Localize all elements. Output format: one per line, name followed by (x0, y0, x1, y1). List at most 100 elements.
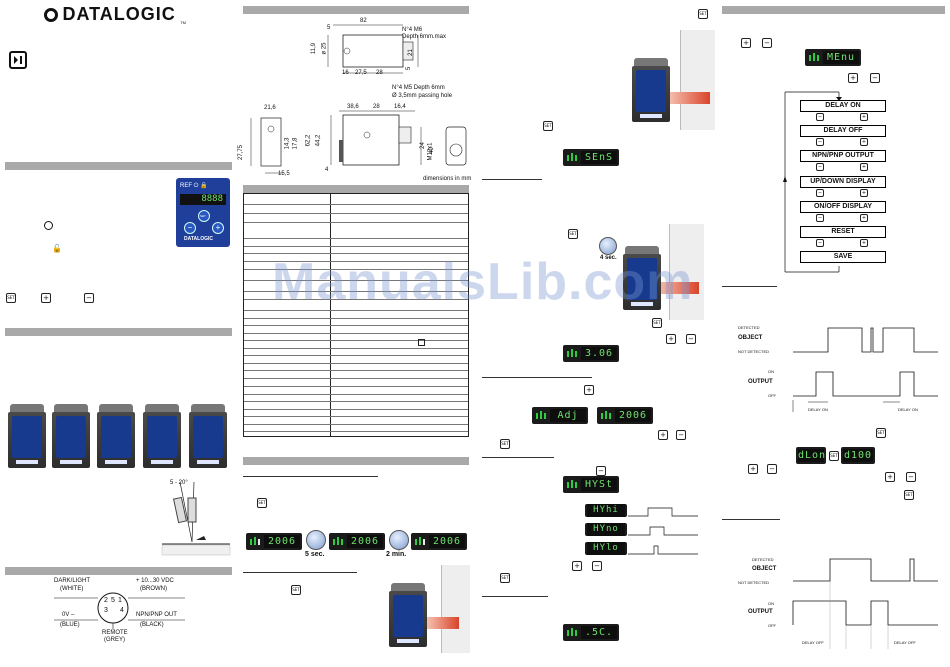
display-menu: MEnu (805, 49, 861, 66)
screw-spec-1: N°4 M6 (402, 27, 423, 33)
display-hylo: HYlo (585, 542, 627, 555)
output-label-1: OUTPUT (748, 379, 773, 385)
sensor-model-5 (189, 404, 227, 468)
minus-key-icon: − (816, 188, 824, 197)
table-row-line (244, 394, 468, 395)
timer-clock-5 (306, 530, 326, 550)
section-bar-3 (5, 567, 232, 575)
section-bar-1 (5, 162, 232, 170)
clock-icon (44, 221, 53, 230)
dim-27-75: 27,75 (238, 144, 245, 161)
table-row-line (244, 409, 468, 410)
display-2006-b: 2006 (329, 533, 385, 550)
delay-off-label-a: DELAY OFF (802, 640, 824, 645)
set-key-icon-2: SET (257, 498, 267, 508)
set-button[interactable]: SET (198, 210, 210, 222)
plus-button[interactable]: + (212, 222, 224, 234)
display-sens: SEnS (563, 149, 619, 166)
table-row-line (244, 222, 468, 223)
plus-key-icon-9: + (885, 472, 895, 482)
minus-key-icon: − (816, 163, 824, 172)
plus-key-icon-7: + (848, 73, 858, 83)
on-label-2: ON (768, 601, 774, 606)
display-hyno: HYno (585, 523, 627, 536)
set-key-icon-10: SET (876, 428, 886, 438)
dim-27-5: 27,5 (355, 70, 367, 76)
pin-1: 1 (118, 597, 122, 604)
minus-key-icon: − (816, 239, 824, 247)
dimension-drawing: 82 5 N°4 M6 Depth 6mm.max 11,9 ø 25 21 5… (238, 15, 472, 183)
minus-key-icon-5: − (596, 466, 606, 476)
sensor-target-photo-2 (626, 30, 716, 130)
menu-item-box: DELAY OFF (800, 125, 886, 138)
dim-82: 82 (360, 18, 367, 24)
plus-key-icon: + (860, 239, 868, 247)
dim-28: 28 (376, 70, 383, 76)
table-row-line (244, 424, 468, 425)
dim-15-5: 15,5 (278, 171, 290, 177)
timing-diagram-delay-on: DETECTED OBJECT NOT DETECTED ON OUTPUT O… (738, 320, 938, 418)
set-key-icon: SET (6, 293, 16, 303)
plus-key-icon: + (860, 188, 868, 197)
table-row-line (244, 280, 468, 281)
minus-key-icon-9: − (767, 464, 777, 474)
menu-item-box: DELAY ON (800, 100, 886, 112)
dim-21: 21 (407, 49, 414, 56)
set-key-icon-3: SET (291, 585, 301, 595)
minus-key-icon: − (816, 213, 824, 222)
minus-key-icon: − (816, 113, 824, 121)
dim-5: 5 (327, 25, 331, 31)
table-row-line (244, 204, 468, 205)
table-row-line (244, 318, 468, 319)
timer-5sec: 5 sec. (305, 551, 325, 558)
section-bar-5 (243, 185, 469, 193)
not-detected-label-1: NOT DETECTED (738, 349, 770, 354)
object-label-2: OBJECT (752, 566, 777, 572)
timing-diagram-delay-off: DETECTED OBJECT NOT DETECTED ON OUTPUT O… (738, 555, 938, 651)
minus-key-icon: − (84, 293, 94, 303)
plus-key-icon-2: + (666, 334, 676, 344)
subheading-rule-1 (243, 476, 378, 477)
dim-62-2: 62,2 (305, 134, 312, 147)
panel-brand: DATALOGIC (184, 236, 213, 242)
table-row-line (244, 333, 468, 334)
dark-light-label: DARK/LIGHT (54, 578, 91, 584)
dim-14-3: 14,3 (284, 137, 291, 150)
play-icon (9, 51, 27, 69)
display-delay-value: d100 (841, 447, 875, 464)
table-row-line (244, 269, 468, 270)
logo-text: DATALOGIC (62, 4, 176, 24)
sensor-model-3 (97, 404, 135, 468)
table-row-line (244, 340, 468, 341)
subheading-rule-5 (482, 457, 554, 458)
table-row-line (244, 378, 468, 379)
grey-label: (GREY) (104, 637, 125, 643)
menu-item-box: UP/DOWN DISPLAY (800, 175, 886, 188)
minus-key-icon-8: − (870, 73, 880, 83)
plus-key-icon-8: + (748, 464, 758, 474)
dim-24: 24 (419, 142, 426, 149)
pin-3: 3 (104, 607, 108, 614)
mounting-angle-diagram: 5 - 20° (160, 478, 232, 558)
plus-key-icon-6: + (741, 38, 751, 48)
display-2006-c: 2006 (411, 533, 467, 550)
control-panel: REF ⏻ 🔒 8888 SET − + DATALOGIC (176, 178, 230, 247)
units-note: dimensions in mm (423, 176, 472, 182)
display-hyhi: HYhi (585, 504, 627, 517)
table-row-line (244, 348, 468, 349)
plus-key-icon: + (41, 293, 51, 303)
thread-m12: M12x1 (427, 142, 434, 161)
set-key-icon-9: SET (500, 573, 510, 583)
table-row-line (244, 325, 468, 326)
dim-16: 16 (342, 70, 349, 76)
display-delay-on: dLon (796, 447, 826, 464)
angle-label: 5 - 20° (170, 480, 188, 486)
dim-11-9: 11,9 (311, 42, 318, 55)
output-label-2: OUTPUT (748, 609, 773, 615)
minus-button[interactable]: − (184, 222, 196, 234)
delay-on-label-a: DELAY ON (808, 407, 828, 412)
off-label-1: OFF (768, 393, 776, 398)
table-row-line (244, 363, 468, 364)
plus-key-icon: + (860, 213, 868, 222)
set-key-icon-7: SET (652, 318, 662, 328)
